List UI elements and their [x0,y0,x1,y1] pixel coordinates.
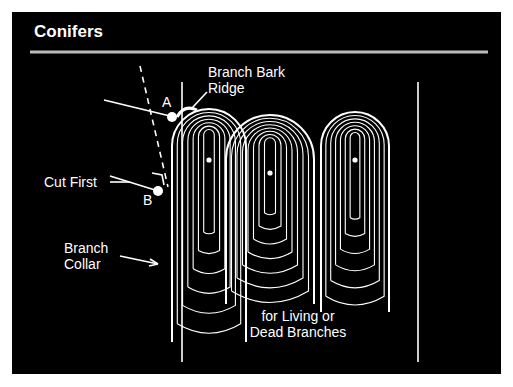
instruction-label: Cut First [44,174,97,190]
point-a [167,112,177,122]
growth-ring [321,112,389,312]
point-label: A [162,94,171,110]
point-b [153,186,163,196]
growth-ring [340,126,369,254]
pith-dot [353,158,357,162]
pith-dot [268,171,272,175]
cut-line-a [104,100,170,116]
growth-ring [345,129,364,236]
ridge-leader [192,92,207,108]
collar-arrowhead [149,259,158,266]
slide-frame: Conifers Branch Bark Ridge A B Cut First… [12,12,501,374]
cut-first-leader [110,181,130,183]
growth-ring [243,125,298,274]
growth-ring [326,115,384,305]
growth-ring [254,131,287,244]
note-label: for Living or Dead Branches [248,308,348,340]
branch-rings [172,109,389,342]
growth-ring [336,122,375,270]
growth-ring [248,128,292,259]
cut-dashed-line [140,66,168,187]
growth-ring [198,126,219,253]
point-label: B [143,192,152,208]
right-angle-mark [152,173,164,185]
pith-dot [207,158,211,162]
growth-ring [172,109,246,342]
trunk-edge [417,82,419,362]
growth-ring [259,135,281,230]
growth-ring [232,118,309,302]
growth-ring [237,122,303,288]
growth-ring [265,138,276,215]
growth-ring [188,119,230,293]
slide-title: Conifers [34,24,103,40]
growth-ring [204,130,215,234]
cut-line-b [110,176,155,190]
growth-ring [331,119,380,288]
growth-ring [226,115,314,304]
part-label: Branch Collar [64,240,122,272]
growth-ring [193,123,225,274]
title-rule [30,51,488,54]
part-label: Branch Bark Ridge [208,64,288,96]
growth-ring [350,133,360,220]
bark-ridge [177,108,197,117]
